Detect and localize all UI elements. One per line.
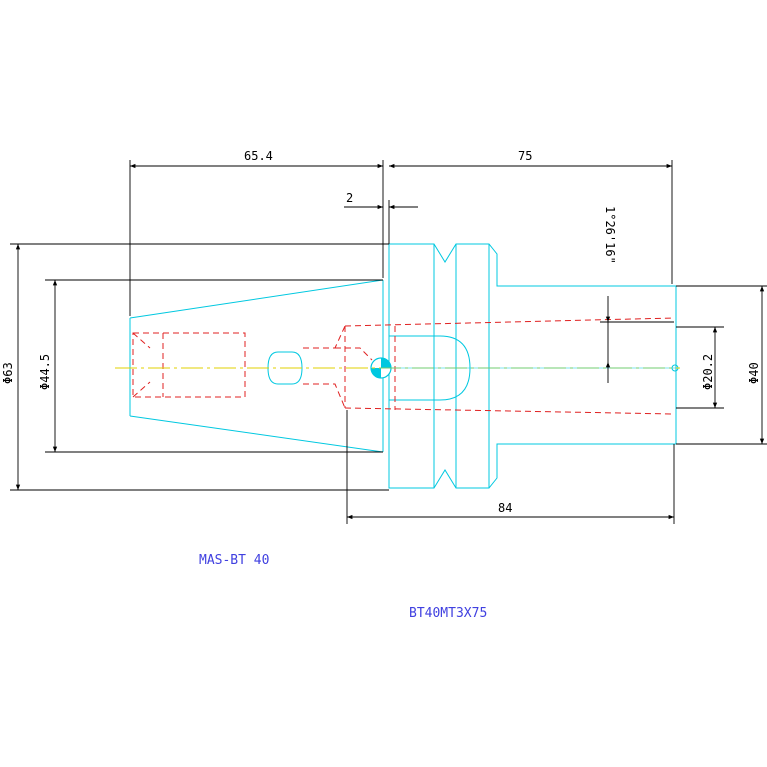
dim-phi44-5: Φ44.5: [38, 354, 52, 390]
dim-2: 2: [346, 191, 353, 205]
part-outline: [129, 243, 677, 489]
dim-phi20-2: Φ20.2: [701, 354, 715, 390]
part-number-label: BT40MT3X75: [409, 606, 487, 621]
flange-outline: [388, 243, 677, 489]
dim-65-4: 65.4: [244, 149, 273, 163]
dim-phi63: Φ63: [1, 362, 15, 384]
drive-slot: [267, 351, 303, 385]
dim-84: 84: [498, 501, 512, 515]
hidden-lines: [132, 317, 675, 415]
holder-standard-label: MAS-BT 40: [199, 553, 269, 568]
dim-angle: 1°26'16": [603, 206, 617, 264]
dim-phi40: Φ40: [747, 362, 761, 384]
dim-75: 75: [518, 149, 532, 163]
dimension-lines: [10, 160, 767, 524]
taper-shank: [129, 279, 384, 453]
